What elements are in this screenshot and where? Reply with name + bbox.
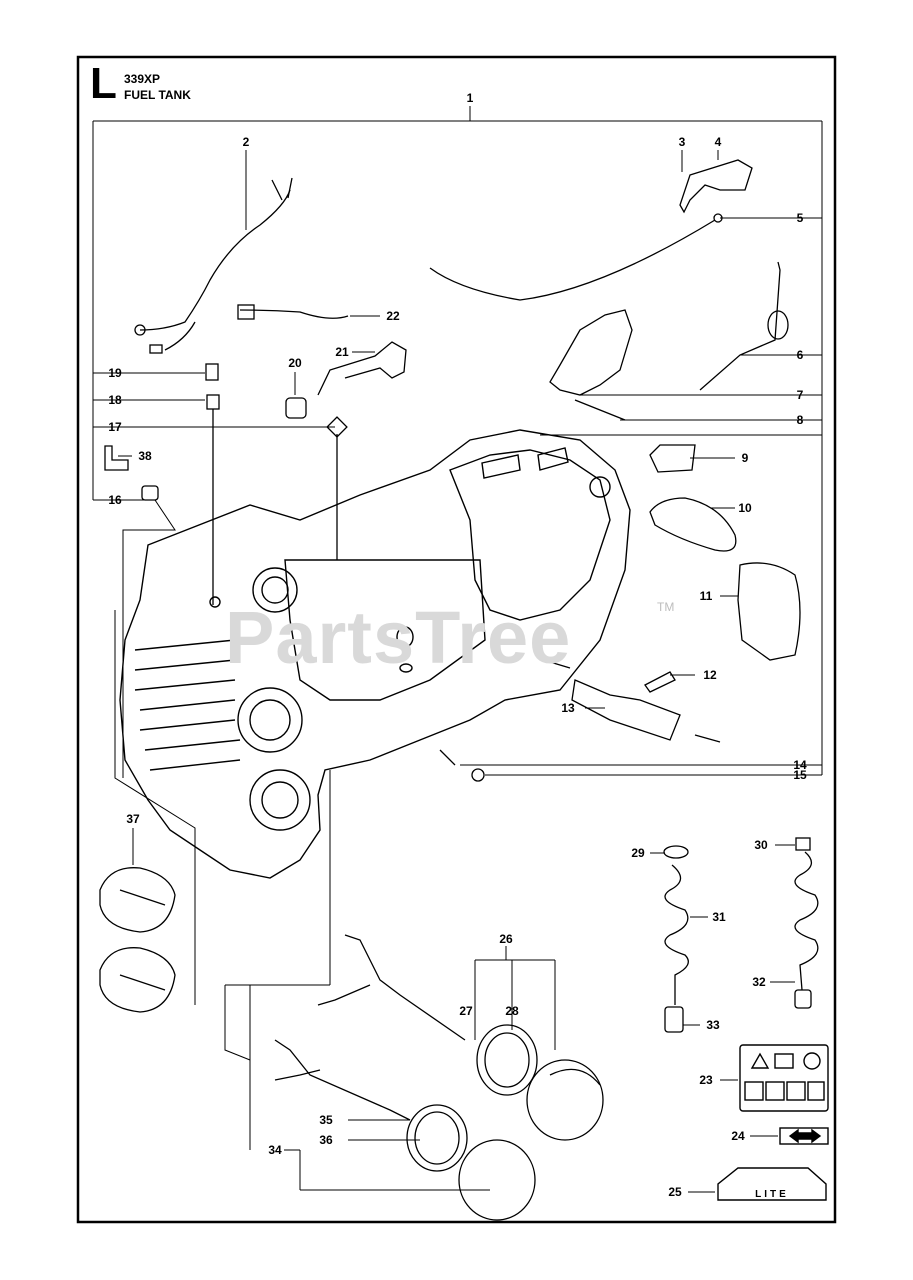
section-title: FUEL TANK <box>124 88 191 102</box>
callout-30: 30 <box>754 838 768 852</box>
callout-20: 20 <box>288 356 302 370</box>
callout-22: 22 <box>386 309 400 323</box>
callout-9: 9 <box>742 451 749 465</box>
callout-14: 14 <box>793 758 807 772</box>
ear-protection-icon <box>803 1052 821 1070</box>
callout-38: 38 <box>138 449 152 463</box>
fuel-tank-housing <box>119 429 631 879</box>
callout-8: 8 <box>797 413 804 427</box>
group-boxes <box>114 499 331 1150</box>
callouts: 1 2 3 4 5 6 7 8 9 10 11 12 13 14 15 16 1… <box>108 91 807 1199</box>
callout-27: 27 <box>459 1004 473 1018</box>
small-parts <box>99 159 819 1221</box>
callout-35: 35 <box>319 1113 333 1127</box>
section-letter: L <box>90 59 117 108</box>
callout-21: 21 <box>335 345 349 359</box>
callout-12: 12 <box>703 668 717 682</box>
watermark: PartsTree <box>225 596 572 679</box>
callout-4: 4 <box>715 135 722 149</box>
manual-book-icon <box>774 1053 794 1069</box>
callout-26: 26 <box>499 932 513 946</box>
callout-10: 10 <box>738 501 752 515</box>
callout-5: 5 <box>797 211 804 225</box>
callout-32: 32 <box>752 975 766 989</box>
callout-6: 6 <box>797 348 804 362</box>
choke-decal-24 <box>779 1127 829 1145</box>
leader-lines <box>92 106 823 1193</box>
callout-15: 15 <box>793 768 807 782</box>
model-number: 339XP <box>124 72 161 86</box>
watermark-tm: TM <box>657 600 675 614</box>
wire-harness <box>139 189 291 331</box>
arrow-icon <box>788 1128 822 1144</box>
callout-33: 33 <box>706 1018 720 1032</box>
callout-29: 29 <box>631 846 645 860</box>
callout-37: 37 <box>126 812 140 826</box>
callout-31: 31 <box>712 910 726 924</box>
page-border <box>76 55 837 1224</box>
callout-7: 7 <box>797 388 804 402</box>
callout-3: 3 <box>679 135 686 149</box>
warning-triangle-icon <box>750 1052 770 1069</box>
callout-36: 36 <box>319 1133 333 1147</box>
lite-decal-text: LITE <box>755 1189 789 1200</box>
callout-23: 23 <box>699 1073 713 1087</box>
callout-18: 18 <box>108 393 122 407</box>
warning-decal-23 <box>739 1044 829 1112</box>
callout-13: 13 <box>561 701 575 715</box>
callout-24: 24 <box>731 1129 745 1143</box>
callout-25: 25 <box>668 1185 682 1199</box>
callout-17: 17 <box>108 420 122 434</box>
decals <box>717 1044 829 1201</box>
callout-11: 11 <box>700 589 713 603</box>
callout-2: 2 <box>243 135 250 149</box>
callout-16: 16 <box>108 493 122 507</box>
callout-34: 34 <box>268 1143 282 1157</box>
lite-decal-25 <box>717 1167 827 1201</box>
callout-28: 28 <box>505 1004 519 1018</box>
callout-19: 19 <box>108 366 122 380</box>
callout-1: 1 <box>467 91 474 105</box>
